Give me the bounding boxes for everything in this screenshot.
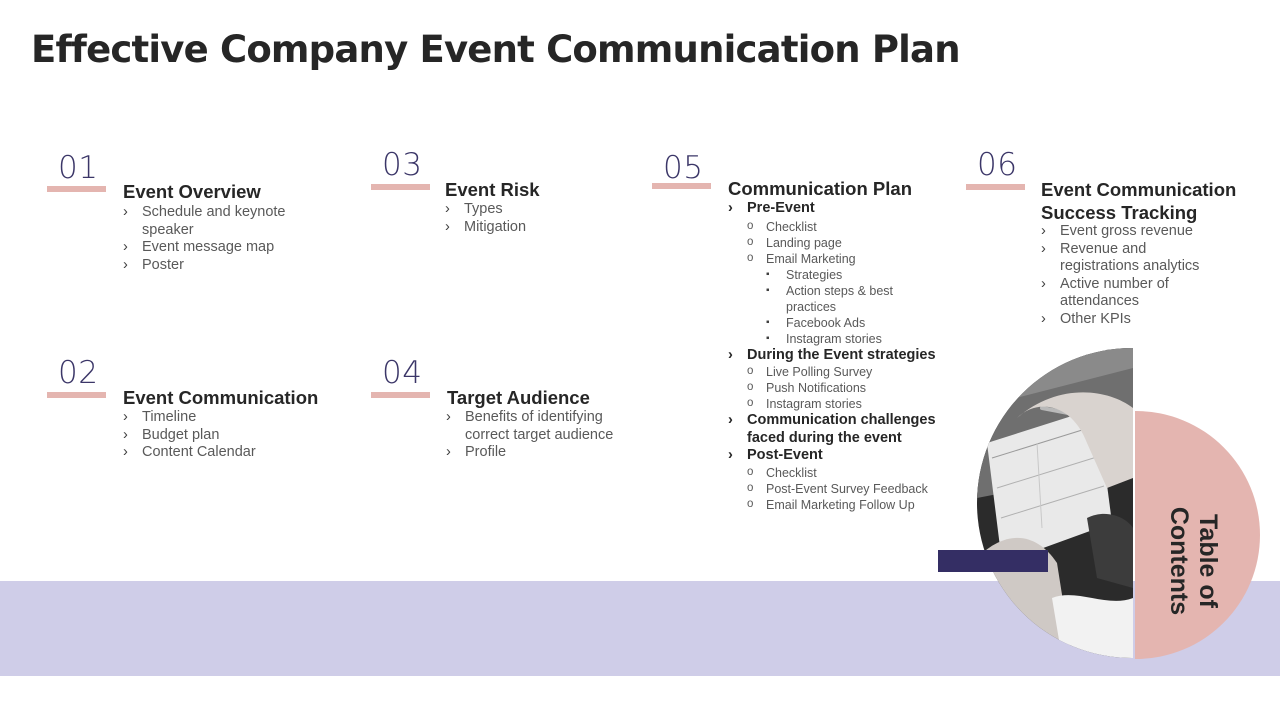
list-item: Mitigation (445, 219, 625, 237)
list-item: Post-Event Survey Feedback (747, 480, 948, 497)
post-event-list: Checklist Post-Event Survey Feedback Ema… (747, 464, 948, 513)
section-heading-communication-plan: Communication Plan (728, 178, 912, 199)
section-heading-success-tracking: Event Communication Success Tracking (1041, 179, 1237, 223)
list-item: Email Marketing Follow Up (747, 496, 948, 513)
list-item: Timeline (123, 409, 313, 427)
section-number-06: 06 (977, 147, 1018, 183)
list-item: Benefits of identifying correct target a… (446, 409, 626, 444)
section-number-01: 01 (58, 150, 99, 186)
navy-accent-bar (938, 550, 1048, 572)
section-heading-event-risk: Event Risk (445, 179, 540, 200)
section-heading-event-overview: Event Overview (123, 181, 261, 202)
list-item: Action steps & best practices (766, 283, 906, 315)
list-item: Strategies (766, 267, 948, 283)
list-item: Types (445, 201, 625, 219)
section-heading-event-communication: Event Communication (123, 387, 319, 408)
pre-event-label: Pre-Event (747, 200, 815, 216)
section-list-04: Benefits of identifying correct target a… (446, 409, 626, 462)
list-item: Facebook Ads (766, 315, 948, 331)
section-rule-04 (371, 392, 430, 398)
section-list-03: Types Mitigation (445, 201, 625, 236)
section-list-06: Event gross revenue Revenue and registra… (1041, 223, 1216, 328)
list-item: Checklist (747, 464, 948, 481)
pre-event-list: Checklist Landing page Email Marketing S… (747, 218, 948, 347)
list-item-post-event: Post-Event Checklist Post-Event Survey F… (728, 447, 948, 513)
post-event-label: Post-Event (747, 447, 823, 463)
list-item-pre-event: Pre-Event Checklist Landing page Email M… (728, 200, 948, 347)
section-list-01: Schedule and keynote speaker Event messa… (123, 204, 288, 274)
section-rule-03 (371, 184, 430, 190)
list-item: Instagram stories (766, 331, 948, 347)
during-event-list: Live Polling Survey Push Notifications I… (747, 363, 948, 412)
list-item: Budget plan (123, 427, 313, 445)
section-number-05: 05 (663, 150, 704, 186)
section-list-02: Timeline Budget plan Content Calendar (123, 409, 313, 462)
section-number-04: 04 (382, 355, 423, 391)
list-item: Revenue and registrations analytics (1041, 241, 1216, 276)
list-item: Instagram stories (747, 395, 948, 412)
section-rule-05 (652, 183, 711, 189)
page-title: Effective Company Event Communication Pl… (31, 28, 961, 71)
section-list-05: Pre-Event Checklist Landing page Email M… (728, 200, 948, 513)
list-item: Content Calendar (123, 444, 313, 462)
section-rule-02 (47, 392, 106, 398)
toc-label: Table of Contents (1165, 506, 1222, 616)
section-heading-target-audience: Target Audience (447, 387, 590, 408)
list-item: Push Notifications (747, 379, 948, 396)
list-item: Landing page (747, 234, 948, 251)
list-item: Event message map (123, 239, 288, 257)
list-item: Profile (446, 444, 626, 462)
section-rule-06 (966, 184, 1025, 190)
during-event-label: During the Event strategies (747, 346, 936, 363)
list-item-during-event: During the Event strategies Live Polling… (728, 347, 948, 413)
section-number-03: 03 (382, 147, 423, 183)
section-rule-01 (47, 186, 106, 192)
list-item-email-marketing: Email Marketing Strategies Action steps … (747, 250, 948, 347)
list-item: Schedule and keynote speaker (123, 204, 288, 239)
list-item: Poster (123, 257, 288, 275)
email-marketing-list: Strategies Action steps & best practices… (766, 267, 948, 347)
section-number-02: 02 (58, 355, 99, 391)
list-item: Other KPIs (1041, 311, 1216, 329)
list-item: Active number of attendances (1041, 276, 1216, 311)
list-item: Live Polling Survey (747, 363, 948, 380)
list-item-challenges: Communication challenges faced during th… (728, 412, 948, 447)
list-item: Event gross revenue (1041, 223, 1216, 241)
list-item: Checklist (747, 218, 948, 235)
email-marketing-label: Email Marketing (766, 251, 856, 266)
